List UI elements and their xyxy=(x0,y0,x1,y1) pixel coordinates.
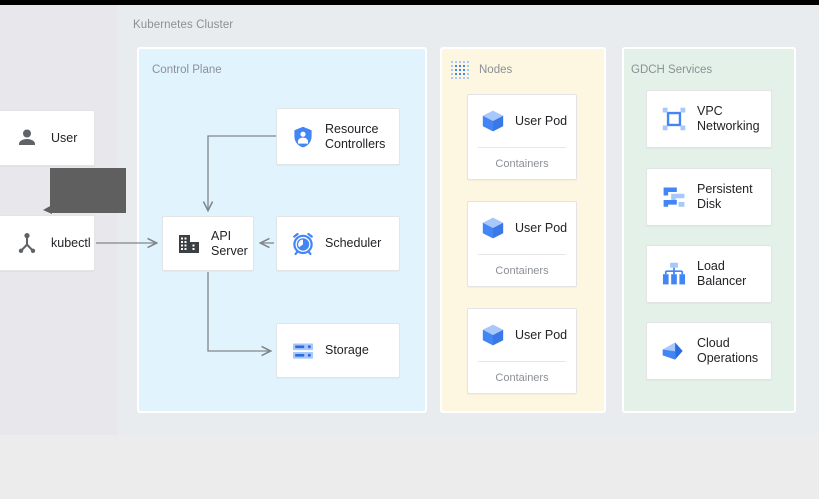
card-label-resource-controllers: Resource Controllers xyxy=(325,121,386,151)
card-label-user-pod: User Pod xyxy=(515,221,568,235)
card-label-persistent-disk: Persistent Disk xyxy=(697,182,753,211)
card-label-storage: Storage xyxy=(325,343,369,357)
api-server-icon xyxy=(177,232,201,256)
card-label-scheduler: Scheduler xyxy=(325,236,382,250)
group-label-gdch-services: GDCH Services xyxy=(631,64,713,76)
card-label-cloud-operations: Cloud Operations xyxy=(697,336,759,365)
nodes-grid-icon xyxy=(450,60,470,80)
user-pod-header: User Pod xyxy=(468,309,576,361)
user-pod-header: User Pod xyxy=(468,95,576,147)
card-label-api-server: API Server xyxy=(211,228,248,258)
card-label-user-pod: User Pod xyxy=(515,328,568,342)
alarm-clock-icon xyxy=(291,232,315,256)
card-scheduler[interactable]: Scheduler xyxy=(276,216,400,271)
page-title: Kubernetes Cluster xyxy=(133,19,234,31)
user-pod-header: User Pod xyxy=(468,202,576,254)
tooltip-pointer xyxy=(43,205,52,214)
divider xyxy=(478,361,566,362)
person-icon xyxy=(13,124,41,152)
cloud-operations-icon xyxy=(661,338,687,364)
pod-cube-icon xyxy=(480,322,506,348)
card-vpc-networking[interactable]: VPC Networking xyxy=(646,90,772,148)
card-api-server[interactable]: API Server xyxy=(162,216,254,271)
card-label-user: User xyxy=(51,130,78,145)
group-label-nodes: Nodes xyxy=(479,64,513,76)
card-label-kubectl: kubectl xyxy=(51,235,91,250)
card-label-user-pod: User Pod xyxy=(515,114,568,128)
card-user[interactable]: User xyxy=(0,110,95,166)
load-balancer-icon xyxy=(661,261,687,287)
divider xyxy=(478,254,566,255)
card-persistent-disk[interactable]: Persistent Disk xyxy=(646,168,772,226)
card-user-pod[interactable]: User Pod Containers xyxy=(467,94,577,180)
user-pod-containers-label: Containers xyxy=(495,372,549,384)
vpc-networking-icon xyxy=(661,106,687,132)
top-black-bar xyxy=(0,0,819,5)
persistent-disk-icon xyxy=(661,184,687,210)
shield-person-icon xyxy=(291,125,315,149)
user-pod-containers-label: Containers xyxy=(495,265,549,277)
card-label-load-balancer: Load Balancer xyxy=(697,259,747,288)
user-pod-containers-label: Containers xyxy=(495,158,549,170)
card-load-balancer[interactable]: Load Balancer xyxy=(646,245,772,303)
card-user-pod[interactable]: User Pod Containers xyxy=(467,201,577,287)
card-user-pod[interactable]: User Pod Containers xyxy=(467,308,577,394)
pod-cube-icon xyxy=(480,108,506,134)
divider xyxy=(478,147,566,148)
group-label-control-plane: Control Plane xyxy=(152,64,222,76)
card-cloud-operations[interactable]: Cloud Operations xyxy=(646,322,772,380)
card-storage[interactable]: Storage xyxy=(276,323,400,378)
card-kubectl[interactable]: kubectl xyxy=(0,215,95,271)
tooltip-overlay xyxy=(50,168,126,213)
pod-cube-icon xyxy=(480,215,506,241)
kubectl-icon xyxy=(13,229,41,257)
card-resource-controllers[interactable]: Resource Controllers xyxy=(276,108,400,165)
card-label-vpc-networking: VPC Networking xyxy=(697,104,760,133)
storage-icon xyxy=(291,339,315,363)
